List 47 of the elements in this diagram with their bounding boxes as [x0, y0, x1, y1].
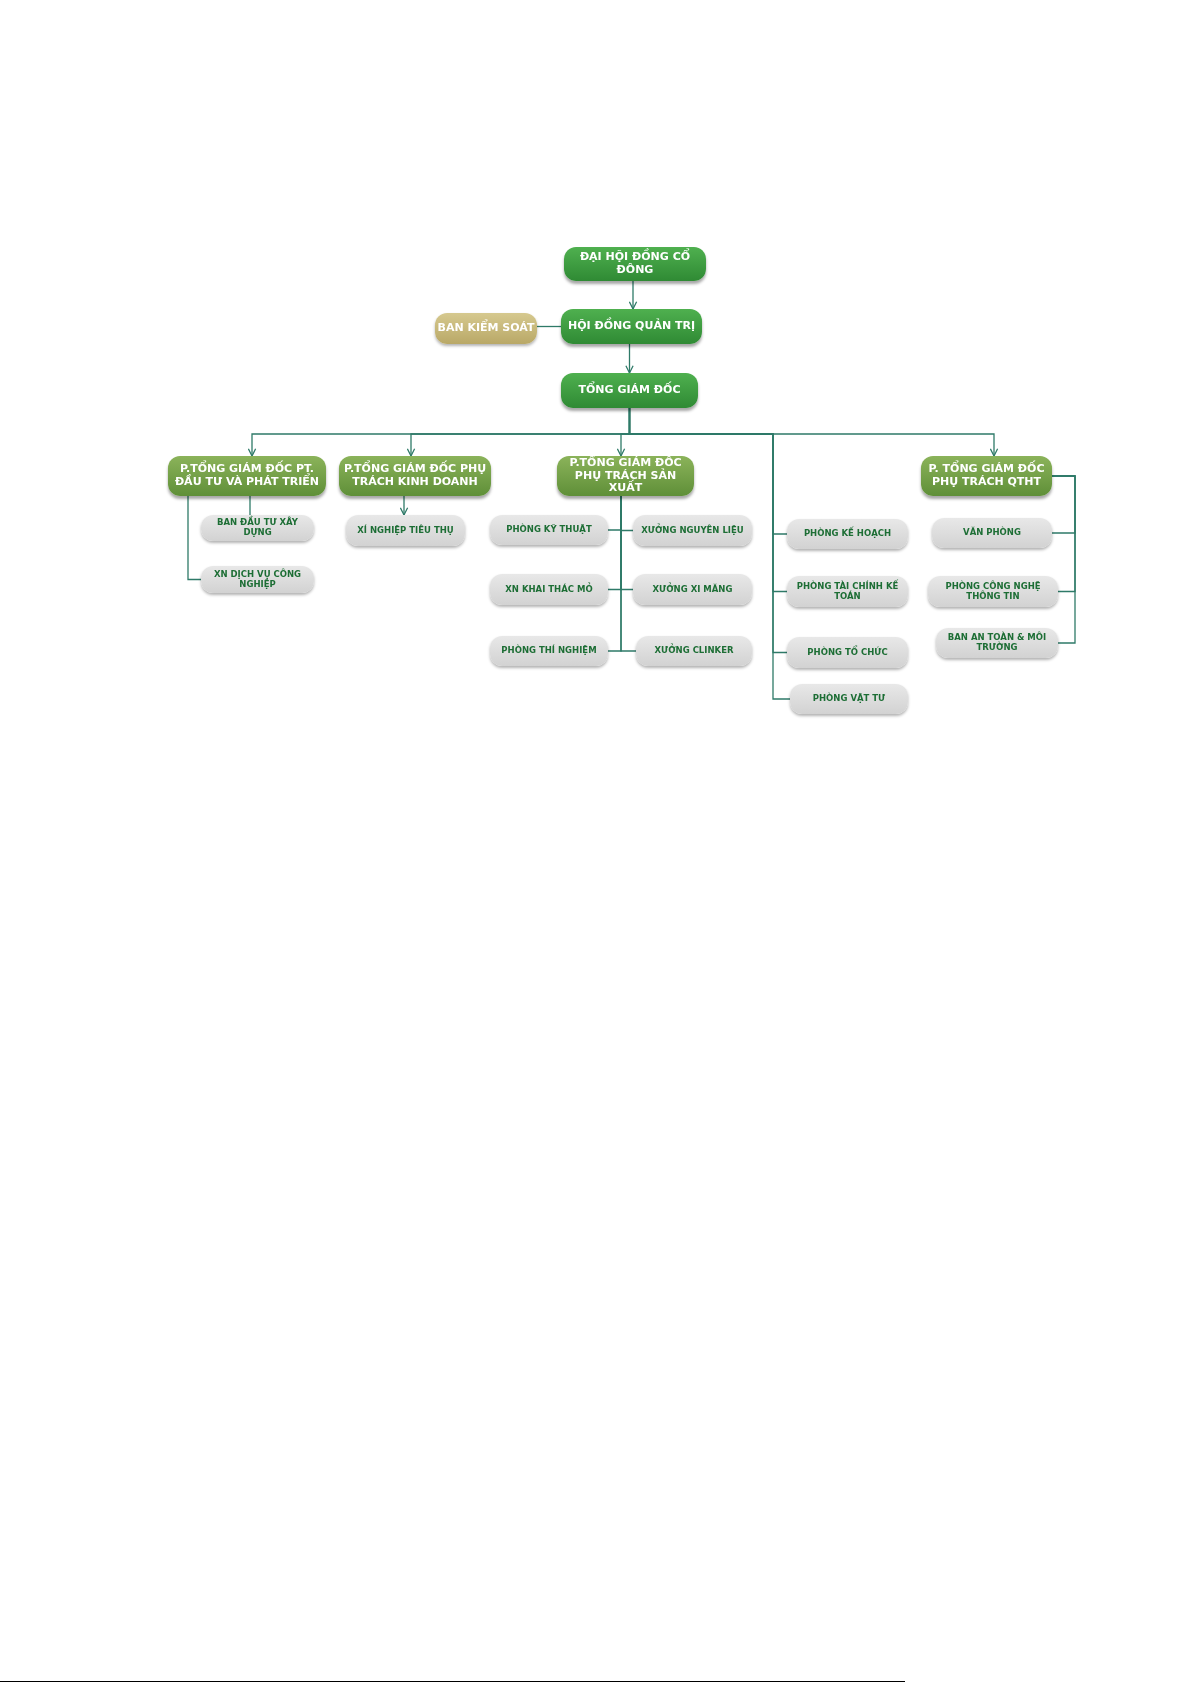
box-label: XƯỞNG NGUYÊN LIỆU	[641, 525, 744, 536]
box-label: XÍ NGHIỆP TIÊU THỤ	[357, 525, 454, 536]
position-box	[339, 456, 491, 496]
box-label: PHÒNG THÍ NGHIỆM	[501, 646, 597, 656]
department-box	[932, 518, 1052, 548]
box-label: PHÒNG TỔ CHỨC	[807, 647, 888, 658]
box-label: PHÒNG CÔNG NGHỆ THÔNG TIN	[944, 581, 1042, 602]
department-box	[201, 566, 314, 593]
department-box	[346, 515, 465, 546]
department-box	[490, 636, 608, 666]
arrow	[625, 343, 634, 374]
box-label: BAN AN TOÀN & MÔI TRƯỜNG	[946, 633, 1048, 653]
box-label: XƯỞNG XI MĂNG	[652, 584, 733, 595]
box-label: PHÒNG KỸ THUẬT	[506, 525, 592, 535]
box-label: P.TỔNG GIÁM ĐỐC PHỤ TRÁCH SẢN XUẤT	[568, 457, 683, 495]
connector-line	[187, 495, 202, 581]
department-box	[936, 628, 1058, 658]
department-box	[790, 684, 908, 714]
arrow	[399, 495, 409, 516]
department-box	[201, 515, 314, 541]
position-box	[564, 247, 706, 281]
position-box	[921, 456, 1052, 496]
department-box	[928, 576, 1058, 607]
position-box	[557, 456, 694, 496]
department-box	[787, 519, 908, 549]
connector-line	[1051, 475, 1076, 644]
box-label: XN KHAI THÁC MỎ	[505, 584, 593, 595]
department-box	[490, 574, 608, 605]
connector-line	[620, 495, 637, 652]
department-box	[633, 515, 752, 546]
box-label: PHÒNG VẬT TƯ	[812, 694, 886, 704]
department-box	[787, 637, 908, 668]
connector-line	[628, 407, 791, 700]
box-label: XN DỊCH VỤ CÔNG NGHIỆP	[212, 569, 303, 590]
position-box	[168, 456, 326, 496]
position-box	[561, 309, 702, 344]
department-box	[633, 574, 752, 605]
box-label: PHÒNG TÀI CHÍNH KẾ TOÁN	[795, 581, 900, 602]
connector-line	[536, 325, 562, 328]
position-box	[561, 373, 698, 408]
arrow	[628, 280, 638, 310]
department-box	[490, 515, 608, 545]
box-label: VĂN PHÒNG	[963, 528, 1021, 538]
position-box	[435, 313, 537, 344]
department-box	[636, 636, 752, 666]
connector-line	[249, 495, 251, 516]
department-box	[787, 576, 908, 607]
